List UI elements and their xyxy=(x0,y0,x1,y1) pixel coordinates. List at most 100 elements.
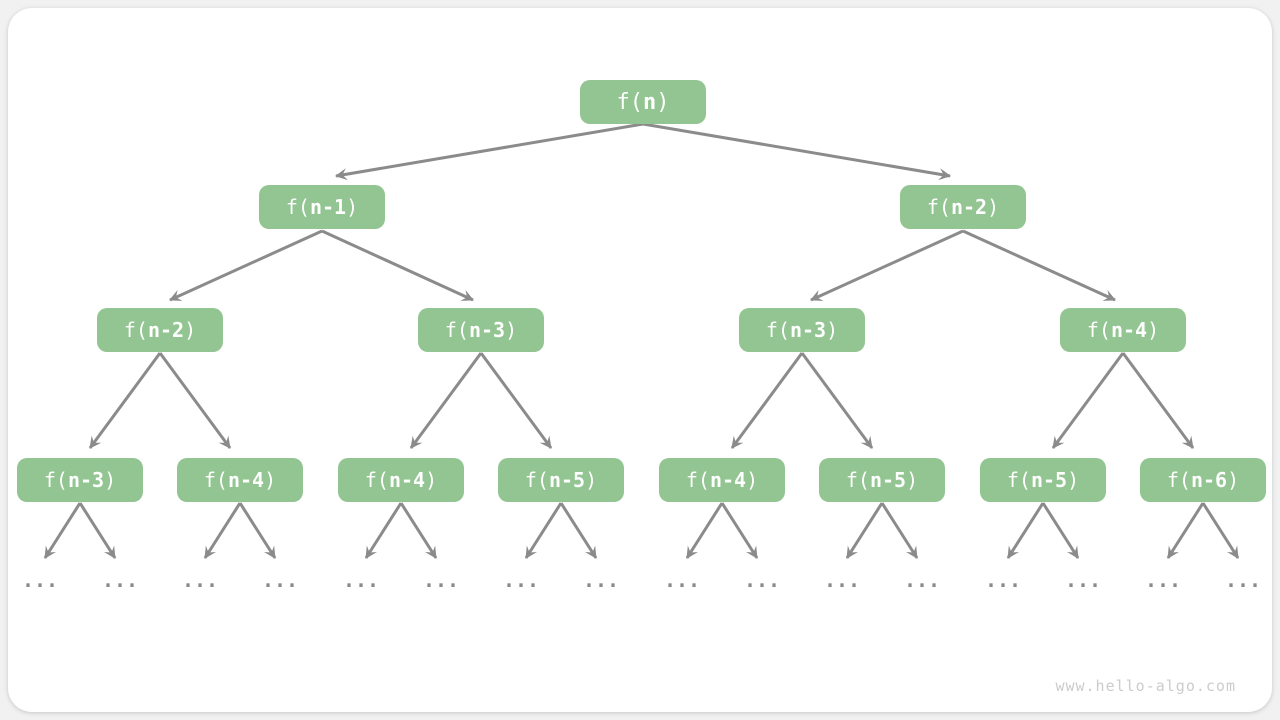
edge xyxy=(321,229,474,302)
node-label-suffix: ) xyxy=(104,468,117,492)
edge xyxy=(409,352,483,449)
node-label-suffix: ) xyxy=(987,195,1000,219)
edge xyxy=(845,502,884,559)
ellipsis-leaf: ... xyxy=(21,568,59,592)
node-label-arg: n-3 xyxy=(789,318,827,342)
edge xyxy=(169,229,323,302)
tree-node: f(n-5) xyxy=(498,458,624,502)
tree-node: f(n-3) xyxy=(17,458,143,502)
edge xyxy=(642,122,951,181)
tree-node: f(n-2) xyxy=(97,308,223,352)
edge xyxy=(1006,502,1045,559)
node-label-arg: n-5 xyxy=(1030,468,1068,492)
tree-node: f(n-3) xyxy=(418,308,544,352)
node-label-prefix: f( xyxy=(524,468,549,492)
node-label-arg: n-2 xyxy=(950,195,988,219)
edge xyxy=(335,122,644,181)
tree-node: f(n-4) xyxy=(177,458,303,502)
node-label-prefix: f( xyxy=(926,195,951,219)
edge xyxy=(810,229,964,302)
ellipsis-leaf: ... xyxy=(1224,568,1262,592)
edge xyxy=(730,352,804,449)
ellipsis-leaf: ... xyxy=(342,568,380,592)
edge xyxy=(43,502,82,559)
node-label-prefix: f( xyxy=(616,89,644,115)
tree-node: f(n-2) xyxy=(900,185,1026,229)
node-label-prefix: f( xyxy=(845,468,870,492)
node-label-prefix: f( xyxy=(43,468,68,492)
node-label-suffix: ) xyxy=(264,468,277,492)
edge xyxy=(720,502,759,559)
edge xyxy=(158,352,232,449)
node-label-suffix: ) xyxy=(505,318,518,342)
edge xyxy=(78,502,117,559)
node-label-prefix: f( xyxy=(364,468,389,492)
node-label-arg: n-3 xyxy=(67,468,105,492)
node-label-prefix: f( xyxy=(765,318,790,342)
edge xyxy=(880,502,919,559)
ellipsis-leaf: ... xyxy=(502,568,540,592)
tree-node: f(n-6) xyxy=(1140,458,1266,502)
edge xyxy=(479,352,553,449)
ellipsis-leaf: ... xyxy=(422,568,460,592)
edge xyxy=(399,502,438,559)
node-label-suffix: ) xyxy=(826,318,839,342)
node-label-suffix: ) xyxy=(585,468,598,492)
edge xyxy=(1201,502,1240,559)
node-label-suffix: ) xyxy=(1147,318,1160,342)
node-label-arg: n-1 xyxy=(309,195,347,219)
node-label-prefix: f( xyxy=(285,195,310,219)
node-label-suffix: ) xyxy=(656,89,670,115)
node-label-arg: n-6 xyxy=(1190,468,1228,492)
edge xyxy=(364,502,403,559)
edge xyxy=(524,502,563,559)
ellipsis-leaf: ... xyxy=(743,568,781,592)
tree-node: f(n-4) xyxy=(1060,308,1186,352)
node-label-suffix: ) xyxy=(184,318,197,342)
edge xyxy=(559,502,598,559)
edge-lines xyxy=(43,122,1240,559)
edge xyxy=(203,502,242,559)
ellipsis-leaf: ... xyxy=(823,568,861,592)
tree-node: f(n-4) xyxy=(659,458,785,502)
ellipsis-leaf: ... xyxy=(101,568,139,592)
tree-node: f(n-5) xyxy=(819,458,945,502)
watermark: www.hello-algo.com xyxy=(1055,677,1236,695)
ellipsis-leaf: ... xyxy=(1144,568,1182,592)
edge xyxy=(1166,502,1205,559)
tree-node-root: f(n) xyxy=(580,80,706,124)
node-label-arg: n-4 xyxy=(227,468,265,492)
ellipsis-leaf: ... xyxy=(181,568,219,592)
node-label-arg: n-4 xyxy=(709,468,747,492)
node-label-arg: n-5 xyxy=(548,468,586,492)
tree-node: f(n-1) xyxy=(259,185,385,229)
node-label-suffix: ) xyxy=(746,468,759,492)
edge xyxy=(1121,352,1195,449)
edge xyxy=(238,502,277,559)
node-label-prefix: f( xyxy=(1166,468,1191,492)
node-label-prefix: f( xyxy=(1006,468,1031,492)
node-label-suffix: ) xyxy=(346,195,359,219)
node-label-arg: n xyxy=(643,89,657,115)
tree-node: f(n-3) xyxy=(739,308,865,352)
node-label-arg: n-4 xyxy=(388,468,426,492)
node-label-suffix: ) xyxy=(906,468,919,492)
node-label-arg: n-5 xyxy=(869,468,907,492)
node-label-arg: n-4 xyxy=(1110,318,1148,342)
edge xyxy=(800,352,874,449)
node-label-prefix: f( xyxy=(203,468,228,492)
edge xyxy=(1041,502,1080,559)
ellipsis-leaf: ... xyxy=(261,568,299,592)
node-label-suffix: ) xyxy=(1227,468,1240,492)
node-label-prefix: f( xyxy=(685,468,710,492)
node-label-suffix: ) xyxy=(425,468,438,492)
ellipsis-leaf: ... xyxy=(984,568,1022,592)
edge xyxy=(1051,352,1125,449)
node-label-prefix: f( xyxy=(444,318,469,342)
tree-node: f(n-5) xyxy=(980,458,1106,502)
edge xyxy=(685,502,724,559)
ellipsis-leaf: ... xyxy=(582,568,620,592)
node-label-arg: n-3 xyxy=(468,318,506,342)
